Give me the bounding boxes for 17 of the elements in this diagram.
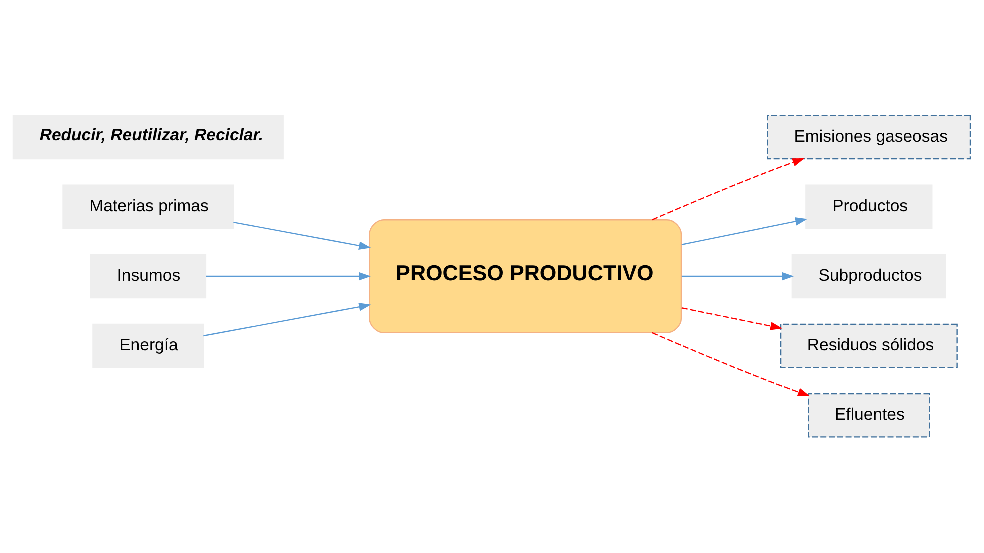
node-box: Energía — [92, 324, 204, 368]
node-box: Emisiones gaseosas — [767, 115, 972, 160]
arrow — [682, 218, 808, 246]
node-box: PROCESO PRODUCTIVO — [369, 220, 682, 334]
arrow — [682, 272, 794, 281]
node-box: Insumos — [90, 254, 207, 299]
arrow — [206, 272, 372, 281]
node-box: Productos — [806, 184, 933, 230]
node-box: Materias primas — [62, 184, 234, 230]
arrow — [234, 222, 372, 250]
arrow — [652, 158, 805, 221]
node-box: Residuos sólidos — [780, 324, 958, 368]
arrow — [682, 308, 783, 330]
arrow — [204, 302, 372, 337]
node-box: Efluentes — [808, 393, 930, 438]
arrow — [652, 332, 810, 396]
node-box: Subproductos — [792, 254, 947, 299]
